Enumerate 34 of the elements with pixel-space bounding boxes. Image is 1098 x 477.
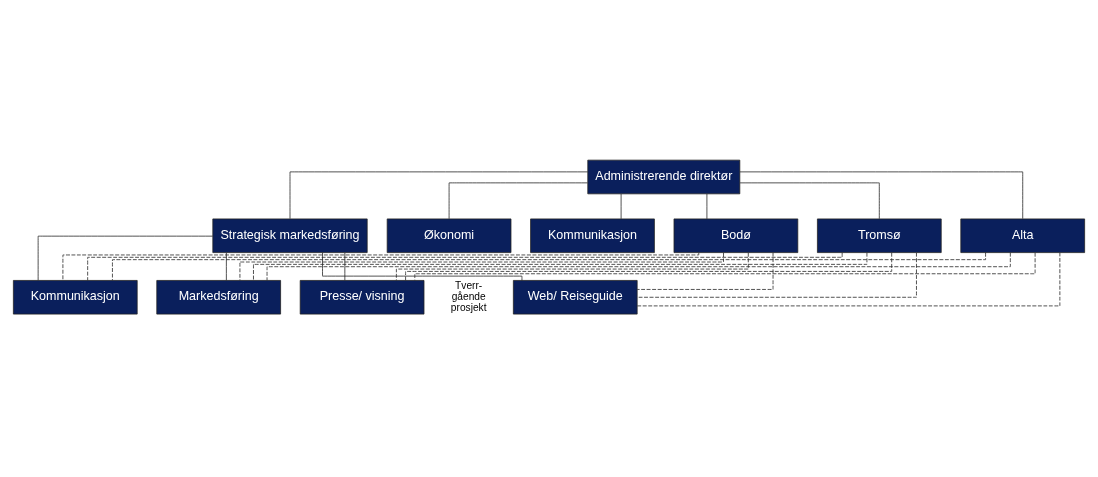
connector — [112, 252, 986, 281]
connector — [396, 252, 749, 281]
connector — [37, 235, 214, 281]
connector — [414, 252, 1036, 281]
node-box: Kommunikasjon — [12, 280, 138, 315]
connector — [344, 252, 346, 281]
node-box: Markedsføring — [156, 280, 281, 315]
node-box: Administrerende direktør — [587, 159, 741, 195]
connector — [448, 182, 588, 220]
connector — [266, 252, 1011, 281]
connector — [87, 252, 843, 281]
connector — [289, 171, 589, 220]
connector — [253, 252, 868, 281]
connector — [62, 252, 700, 281]
label: Tverr- gående prosjekt — [450, 279, 487, 313]
connector — [706, 193, 708, 220]
connector — [636, 252, 774, 290]
node-box: Bodø — [673, 218, 799, 253]
connector — [405, 252, 893, 281]
connector — [636, 252, 1061, 307]
node-box: Web/ Reiseguide — [512, 280, 638, 315]
connector — [322, 252, 523, 281]
node-box: Tromsø — [817, 218, 942, 253]
connector — [226, 252, 227, 281]
node-box: Presse/ visning — [299, 280, 425, 315]
connector — [739, 182, 880, 220]
node-box: Alta — [960, 218, 1086, 253]
node-box: Kommunikasjon — [530, 218, 655, 253]
connector — [239, 252, 724, 281]
connector — [739, 171, 1024, 220]
connector — [620, 193, 622, 220]
connector — [636, 252, 917, 298]
node-box: Økonomi — [386, 218, 512, 253]
node-box: Strategisk markedsføring — [212, 218, 368, 253]
